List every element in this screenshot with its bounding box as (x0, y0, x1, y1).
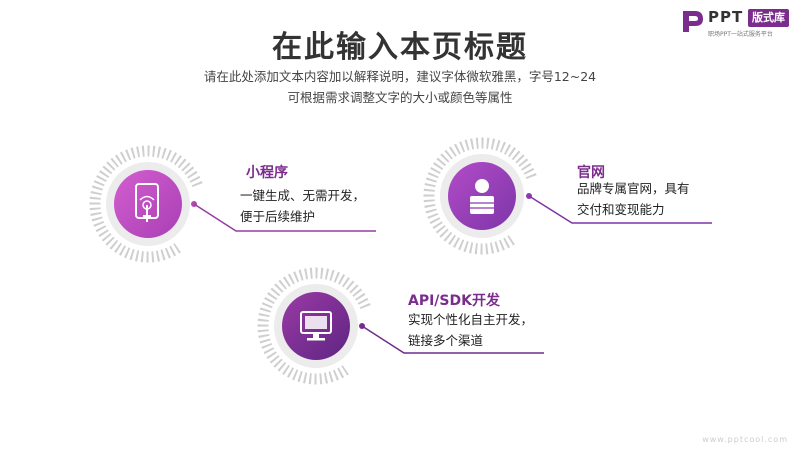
item-1-desc-line-1: 一键生成、无需开发， (240, 188, 366, 203)
item-3-graphic (257, 267, 544, 385)
item-1-graphic (89, 145, 376, 263)
phone-touch-icon (135, 183, 159, 222)
item-1-desc-line-2: 便于后续维护 (240, 209, 316, 224)
item-3-ring (257, 267, 375, 385)
item-1-ring (89, 145, 207, 263)
item-1-circle (114, 170, 182, 238)
item-3-desc-line-1: 实现个性化自主开发， (408, 312, 534, 327)
item-1-desc: 一键生成、无需开发， 便于后续维护 (240, 185, 365, 227)
page-subtitle: 请在此处添加文本内容加以解释说明，建议字体微软雅黑，字号12~24 可根据需求调… (0, 66, 800, 108)
logo-tagline: 职场PPT一站式服务平台 (708, 31, 773, 38)
brand-logo: PPT 版式库 职场PPT一站式服务平台 (680, 8, 796, 40)
item-1-title: 小程序 (246, 165, 288, 181)
item-2-ring-mask (423, 137, 541, 255)
item-2-desc-line-1: 品牌专属官网，具有 (577, 181, 690, 196)
subtitle-line-1: 请在此处添加文本内容加以解释说明，建议字体微软雅黑，字号12~24 (203, 69, 597, 84)
person-icon (470, 179, 494, 214)
watermark: www.pptcool.com (702, 435, 788, 444)
item-1-connector (193, 203, 376, 232)
logo-badge: 版式库 (748, 9, 789, 27)
item-3-connector (361, 325, 544, 354)
item-2-title: 官网 (577, 165, 605, 181)
item-2-connector (528, 195, 712, 224)
page-title: 在此输入本页标题 (272, 30, 528, 65)
item-2-desc: 品牌专属官网，具有 交付和变现能力 (577, 178, 690, 220)
item-1-ring-mask (89, 145, 207, 263)
subtitle-line-2: 可根据需求调整文字的大小或颜色等属性 (287, 90, 513, 105)
logo-word: PPT (708, 8, 744, 26)
logo-mark-icon (683, 11, 703, 32)
item-2-desc-line-2: 交付和变现能力 (577, 202, 665, 217)
item-3-desc-line-2: 链接多个渠道 (408, 333, 484, 348)
monitor-icon (300, 311, 332, 341)
item-3-desc: 实现个性化自主开发， 链接多个渠道 (408, 309, 533, 351)
item-3-title: API/SDK开发 (408, 293, 500, 309)
item-3-ring-mask (257, 267, 375, 385)
